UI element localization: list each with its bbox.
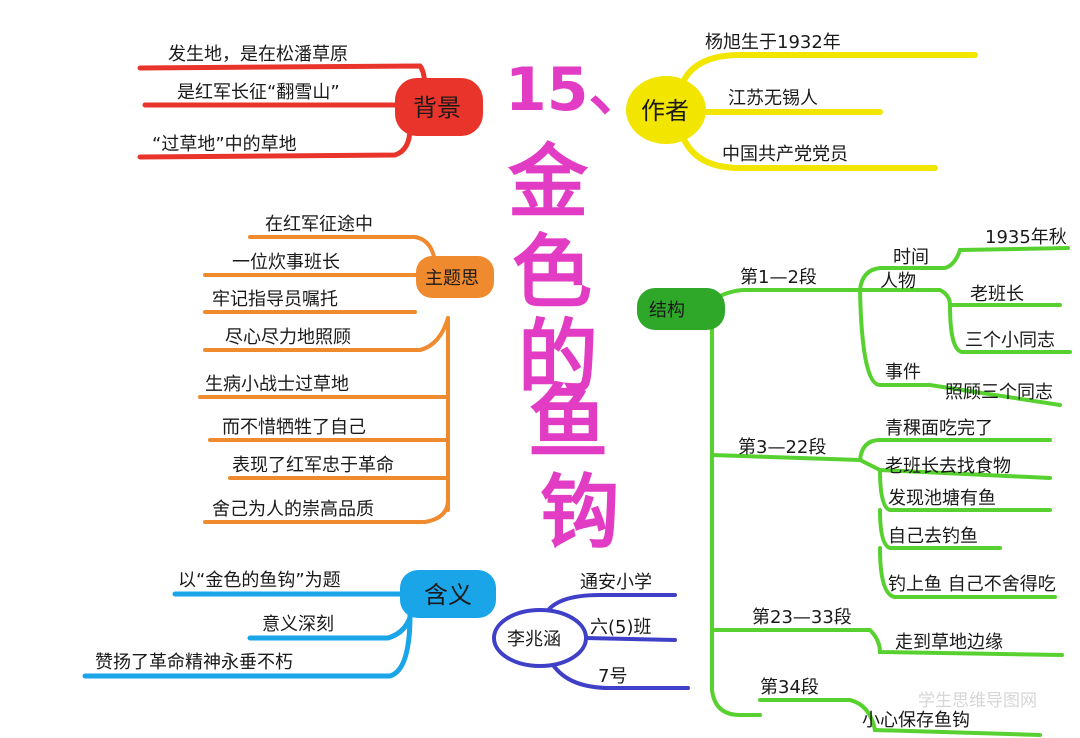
zhuti-item: 舍己为人的崇高品质 xyxy=(212,499,374,520)
zhuti-hub xyxy=(416,256,494,298)
title-char: 钩 xyxy=(540,466,620,559)
jiegou-leaf: 三个小同志 xyxy=(965,330,1055,351)
student-hub xyxy=(492,608,588,668)
map-title: 15、 金 色 的 鱼 钩 xyxy=(505,55,649,559)
jiegou-sub-label: 时间 xyxy=(893,247,929,268)
jiegou-leaf: 老班长 xyxy=(970,284,1024,305)
watermark: 学生思维导图网 xyxy=(918,691,1037,711)
jiegou-hub-label: 结构 xyxy=(649,300,685,321)
branch-zuozhe: 作者 杨旭生于1932年 江苏无锡人 中国共产党党员 xyxy=(626,32,978,171)
hanyi-item: 以“金色的鱼钩”为题 xyxy=(178,570,341,591)
jiegou-leaf: 自己去钓鱼 xyxy=(888,526,978,547)
zhuti-item: 牢记指导员嘱托 xyxy=(212,289,338,310)
branch-student: 李兆涵 通安小学 六(5)班 7号 xyxy=(492,572,690,690)
beijing-hub-label: 背景 xyxy=(413,94,461,122)
jiegou-lines xyxy=(710,246,1072,737)
hanyi-item: 赞扬了革命精神永垂不朽 xyxy=(95,652,293,673)
zuozhe-item: 中国共产党党员 xyxy=(722,144,848,165)
zuozhe-item: 杨旭生于1932年 xyxy=(705,32,841,53)
branch-zhuti: 主题思 在红军征途中 一位炊事班长 牢记指导员嘱托 尽心尽力地照顾 生病小战士过… xyxy=(198,214,494,524)
zhuti-item: 表现了红军忠于革命 xyxy=(232,455,394,476)
beijing-item: “过草地”中的草地 xyxy=(152,134,297,155)
zhuti-item: 而不惜牺牲了自己 xyxy=(222,417,366,438)
jiegou-leaf: 发现池塘有鱼 xyxy=(888,488,996,509)
jiegou-leaf: 小心保存鱼钩 xyxy=(862,710,970,731)
jiegou-segment-label: 第3—22段 xyxy=(738,437,826,458)
zhuti-lines xyxy=(198,235,450,524)
student-item: 7号 xyxy=(598,666,627,687)
jiegou-segment-label: 第23—33段 xyxy=(752,607,852,628)
zhuti-item: 一位炊事班长 xyxy=(232,252,340,273)
zhuti-item: 尽心尽力地照顾 xyxy=(225,327,351,348)
jiegou-leaf: 照顾三个同志 xyxy=(945,382,1053,403)
jiegou-leaf: 1935年秋 xyxy=(985,227,1067,248)
branch-beijing: 背景 发生地，是在松潘草原 是红军长征“翻雪山” “过草地”中的草地 xyxy=(137,44,483,160)
title-number: 15、 xyxy=(505,55,649,125)
jiegou-leaf: 走到草地边缘 xyxy=(895,632,1003,653)
jiegou-leaf: 老班长去找食物 xyxy=(885,456,1011,477)
title-char: 的 xyxy=(518,311,598,404)
student-item: 六(5)班 xyxy=(590,617,652,638)
beijing-hub xyxy=(395,78,483,136)
beijing-item: 发生地，是在松潘草原 xyxy=(168,44,348,65)
jiegou-segment-label: 第1—2段 xyxy=(740,267,817,288)
student-item: 通安小学 xyxy=(580,572,652,593)
jiegou-hub xyxy=(637,288,725,330)
jiegou-leaf: 青稞面吃完了 xyxy=(885,418,993,439)
student-hub-label: 李兆涵 xyxy=(507,629,561,650)
hanyi-hub-label: 含义 xyxy=(424,581,472,609)
zhuti-item: 在红军征途中 xyxy=(265,214,373,235)
zuozhe-hub xyxy=(626,76,706,144)
title-char: 色 xyxy=(512,226,592,319)
beijing-item: 是红军长征“翻雪山” xyxy=(177,82,340,103)
hanyi-item: 意义深刻 xyxy=(262,614,334,635)
zuozhe-hub-label: 作者 xyxy=(641,97,689,125)
zuozhe-item: 江苏无锡人 xyxy=(728,88,818,109)
jiegou-sub-label: 人物 xyxy=(880,271,916,292)
branch-hanyi: 含义 以“金色的鱼钩”为题 意义深刻 赞扬了革命精神永垂不朽 xyxy=(82,570,496,679)
hanyi-hub xyxy=(400,570,496,618)
title-char: 鱼 xyxy=(528,376,608,469)
zhuti-item: 生病小战士过草地 xyxy=(205,374,349,395)
jiegou-leaf: 钓上鱼 自己不舍得吃 xyxy=(888,574,1056,595)
title-char: 金 xyxy=(507,136,589,229)
zhuti-hub-label: 主题思 xyxy=(425,268,479,289)
jiegou-sub-label: 事件 xyxy=(885,362,921,383)
branch-jiegou: 结构 第1—2段 时间 1935年秋 人物 老班长 三个小同志 事件 照顾三个同… xyxy=(637,227,1072,737)
jiegou-segment-label: 第34段 xyxy=(760,677,819,698)
